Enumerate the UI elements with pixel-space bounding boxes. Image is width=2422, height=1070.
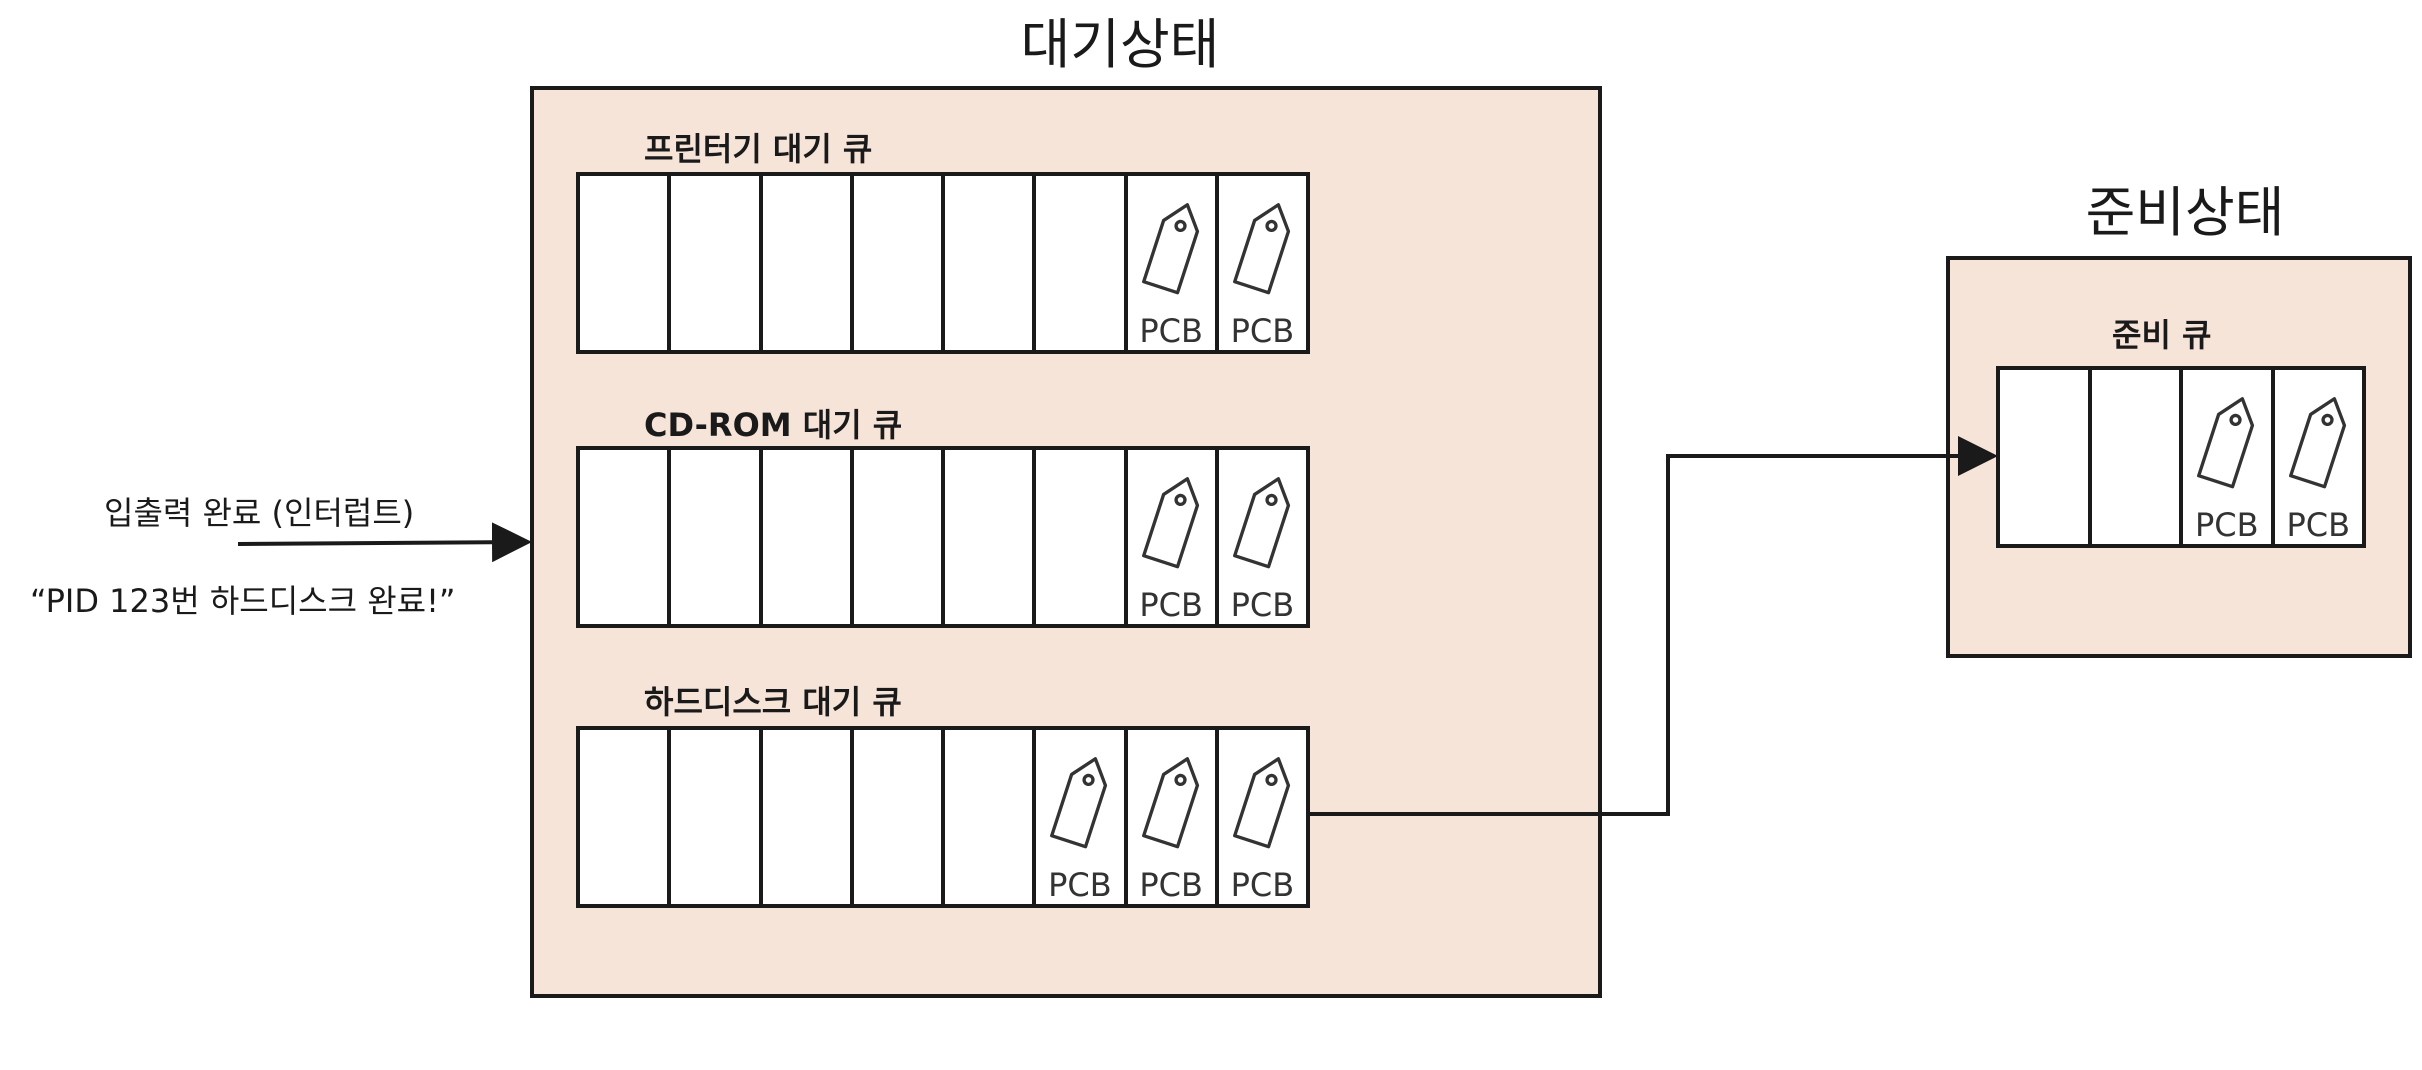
interrupt-arrow-icon [237, 522, 532, 563]
tag-icon [1232, 477, 1290, 569]
queue-slot [758, 176, 850, 350]
interrupt-label: 입출력 완료 (인터럽트) [104, 494, 415, 532]
queue-slot [2000, 370, 2088, 544]
queue-slot: PCB [2179, 370, 2271, 544]
queue-slot [1032, 450, 1124, 624]
tag-icon [1141, 477, 1199, 569]
pcb-label: PCB [1230, 586, 1295, 624]
tag-icon [1141, 203, 1199, 295]
pcb-label: PCB [1048, 866, 1112, 904]
queue-slot: PCB [1214, 176, 1306, 350]
printer-queue-label: 프린터기 대기 큐 [644, 130, 873, 168]
queue-slot: PCB [1032, 730, 1124, 904]
tag-icon [1232, 203, 1290, 295]
ready-state-title: 준비상태 [2085, 181, 2285, 244]
queue-slot [667, 730, 759, 904]
harddisk-queue: PCB PCB PCB [576, 726, 1310, 908]
harddisk-queue-label: 하드디스크 대기 큐 [644, 683, 902, 721]
queue-slot [849, 450, 941, 624]
cdrom-queue-label: CD-ROM 대기 큐 [644, 406, 903, 444]
printer-queue: PCB PCB [576, 172, 1310, 354]
pcb-label: PCB [2286, 506, 2351, 544]
tag-icon [2288, 397, 2346, 489]
pcb-label: PCB [1139, 866, 1203, 904]
queue-slot [849, 730, 941, 904]
pcb-label: PCB [1139, 586, 1203, 624]
ready-queue-label: 준비 큐 [2112, 316, 2212, 354]
pcb-label: PCB [2194, 506, 2259, 544]
queue-slot [758, 730, 850, 904]
queue-slot [667, 450, 759, 624]
queue-slot [941, 730, 1033, 904]
pcb-label: PCB [1139, 312, 1203, 350]
queue-slot [941, 176, 1033, 350]
pcb-label: PCB [1230, 312, 1295, 350]
queue-slot [2087, 370, 2179, 544]
queue-slot: PCB [2270, 370, 2362, 544]
queue-slot: PCB [1123, 730, 1215, 904]
tag-icon [1141, 757, 1199, 849]
queue-slot: PCB [1214, 450, 1306, 624]
queue-slot [667, 176, 759, 350]
queue-slot [580, 730, 668, 904]
queue-slot [580, 450, 668, 624]
cdrom-queue: PCB PCB [576, 446, 1310, 628]
queue-slot [849, 176, 941, 350]
queue-slot [580, 176, 668, 350]
pcb-label: PCB [1230, 866, 1295, 904]
tag-icon [1050, 757, 1108, 849]
queue-slot [941, 450, 1033, 624]
ready-queue: PCB PCB [1996, 366, 2366, 548]
tag-icon [1232, 757, 1290, 849]
to-ready-queue-arrow-icon [1310, 436, 1998, 816]
tag-icon [2197, 397, 2255, 489]
queue-slot [1032, 176, 1124, 350]
queue-slot: PCB [1214, 730, 1306, 904]
interrupt-message: “PID 123번 하드디스크 완료!” [30, 582, 456, 620]
queue-slot: PCB [1123, 450, 1215, 624]
queue-slot [758, 450, 850, 624]
queue-slot: PCB [1123, 176, 1215, 350]
waiting-state-title: 대기상태 [1020, 13, 1220, 76]
